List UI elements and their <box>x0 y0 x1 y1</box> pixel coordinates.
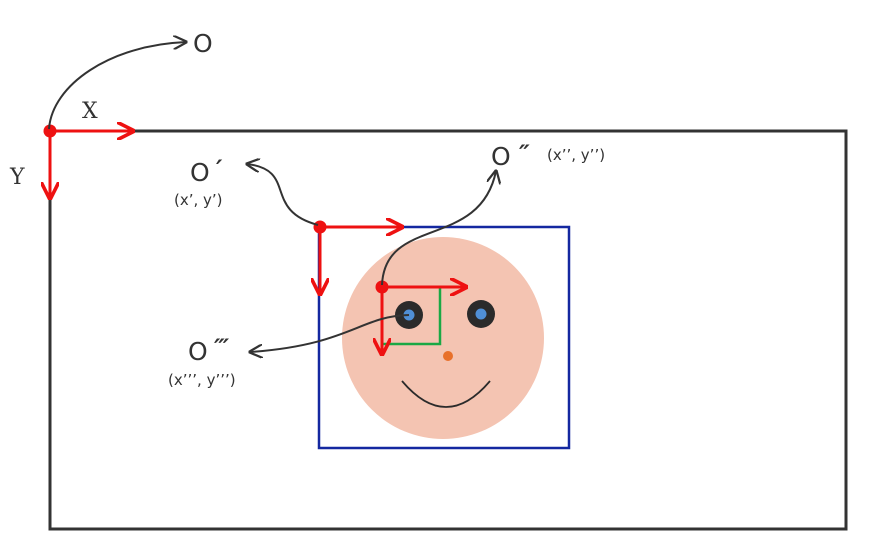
face-box-axes <box>314 221 403 295</box>
origin-2-prime: ″ <box>519 140 530 168</box>
origin-2-label: O <box>491 142 511 171</box>
face-icon <box>342 237 544 439</box>
axis-y-label: Y <box>9 165 25 190</box>
mouth-smile <box>401 380 491 408</box>
origin-2-coord: (x’’, y’’) <box>547 146 605 164</box>
eye-origin-dot <box>375 280 389 294</box>
origin-1-coord: (x’, y’) <box>174 191 223 209</box>
world-origin-arrow <box>48 42 186 130</box>
origin-3-prime: ‴ <box>214 334 229 362</box>
origin-3-arrow <box>250 314 410 352</box>
origin-1-label: O <box>190 158 210 187</box>
origin-2-arrow <box>381 171 496 286</box>
green-box <box>382 287 442 346</box>
origin-3-label: O <box>188 337 208 366</box>
world-axes <box>44 125 134 199</box>
world-frame <box>48 129 848 531</box>
eye-axes <box>376 281 467 355</box>
origin-1-arrow <box>247 164 319 226</box>
right-eye-inner <box>475 308 487 320</box>
origin-1-prime: ′ <box>216 155 223 183</box>
world-origin-dot <box>43 124 57 138</box>
axis-x-label: X <box>82 99 98 124</box>
face-box-origin-dot <box>313 220 327 234</box>
face-circle <box>342 237 544 439</box>
origin-world-label: O <box>193 29 213 58</box>
nose-dot <box>443 351 453 361</box>
origin-3-coord: (x’’’, y’’’) <box>168 371 236 389</box>
